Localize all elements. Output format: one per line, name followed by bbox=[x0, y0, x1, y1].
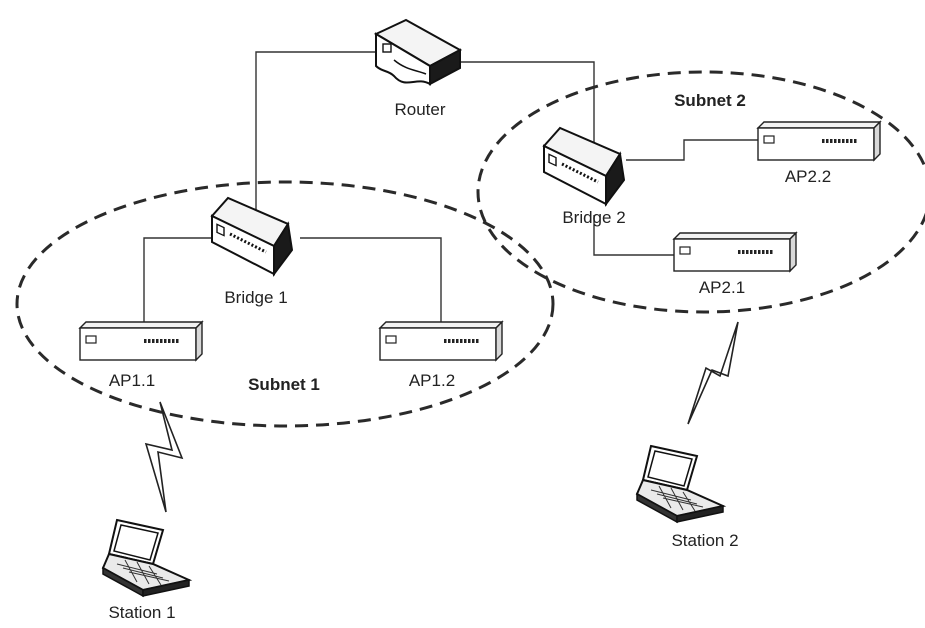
ap12-label: AP1.2 bbox=[409, 371, 455, 390]
subnet2-label: Subnet 2 bbox=[674, 91, 746, 110]
bridge1-to-ap11-link bbox=[143, 237, 212, 330]
bridge2-icon bbox=[542, 126, 626, 206]
subnet2-boundary bbox=[476, 70, 925, 314]
ap12-icon bbox=[378, 320, 504, 362]
ap11-icon bbox=[78, 320, 204, 362]
router-icon bbox=[375, 19, 461, 85]
ap22-icon bbox=[756, 120, 882, 162]
station2-label: Station 2 bbox=[671, 531, 738, 550]
station2-laptop-icon bbox=[636, 445, 724, 523]
ap11-label: AP1.1 bbox=[109, 371, 155, 390]
bridge1-to-ap12-link bbox=[300, 237, 442, 324]
router-to-bridge2-link bbox=[455, 61, 595, 150]
subnet1-label: Subnet 1 bbox=[248, 375, 320, 394]
bridge1-label: Bridge 1 bbox=[224, 288, 287, 307]
wireless-link-station1-icon bbox=[144, 401, 184, 513]
router-to-bridge1-link bbox=[255, 51, 385, 228]
bridge1-icon bbox=[210, 196, 294, 276]
ap22-label: AP2.2 bbox=[785, 167, 831, 186]
station1-label: Station 1 bbox=[108, 603, 175, 622]
wired-connections bbox=[143, 51, 760, 330]
wireless-link-station2-icon bbox=[687, 321, 739, 425]
router-label: Router bbox=[394, 100, 445, 119]
subnet1-boundary bbox=[15, 180, 555, 428]
station1-laptop-icon bbox=[102, 519, 190, 597]
bridge2-to-ap21-link bbox=[593, 215, 680, 256]
ap21-icon bbox=[672, 231, 798, 273]
ap21-label: AP2.1 bbox=[699, 278, 745, 297]
bridge2-label: Bridge 2 bbox=[562, 208, 625, 227]
bridge2-to-ap22-link bbox=[626, 139, 760, 161]
